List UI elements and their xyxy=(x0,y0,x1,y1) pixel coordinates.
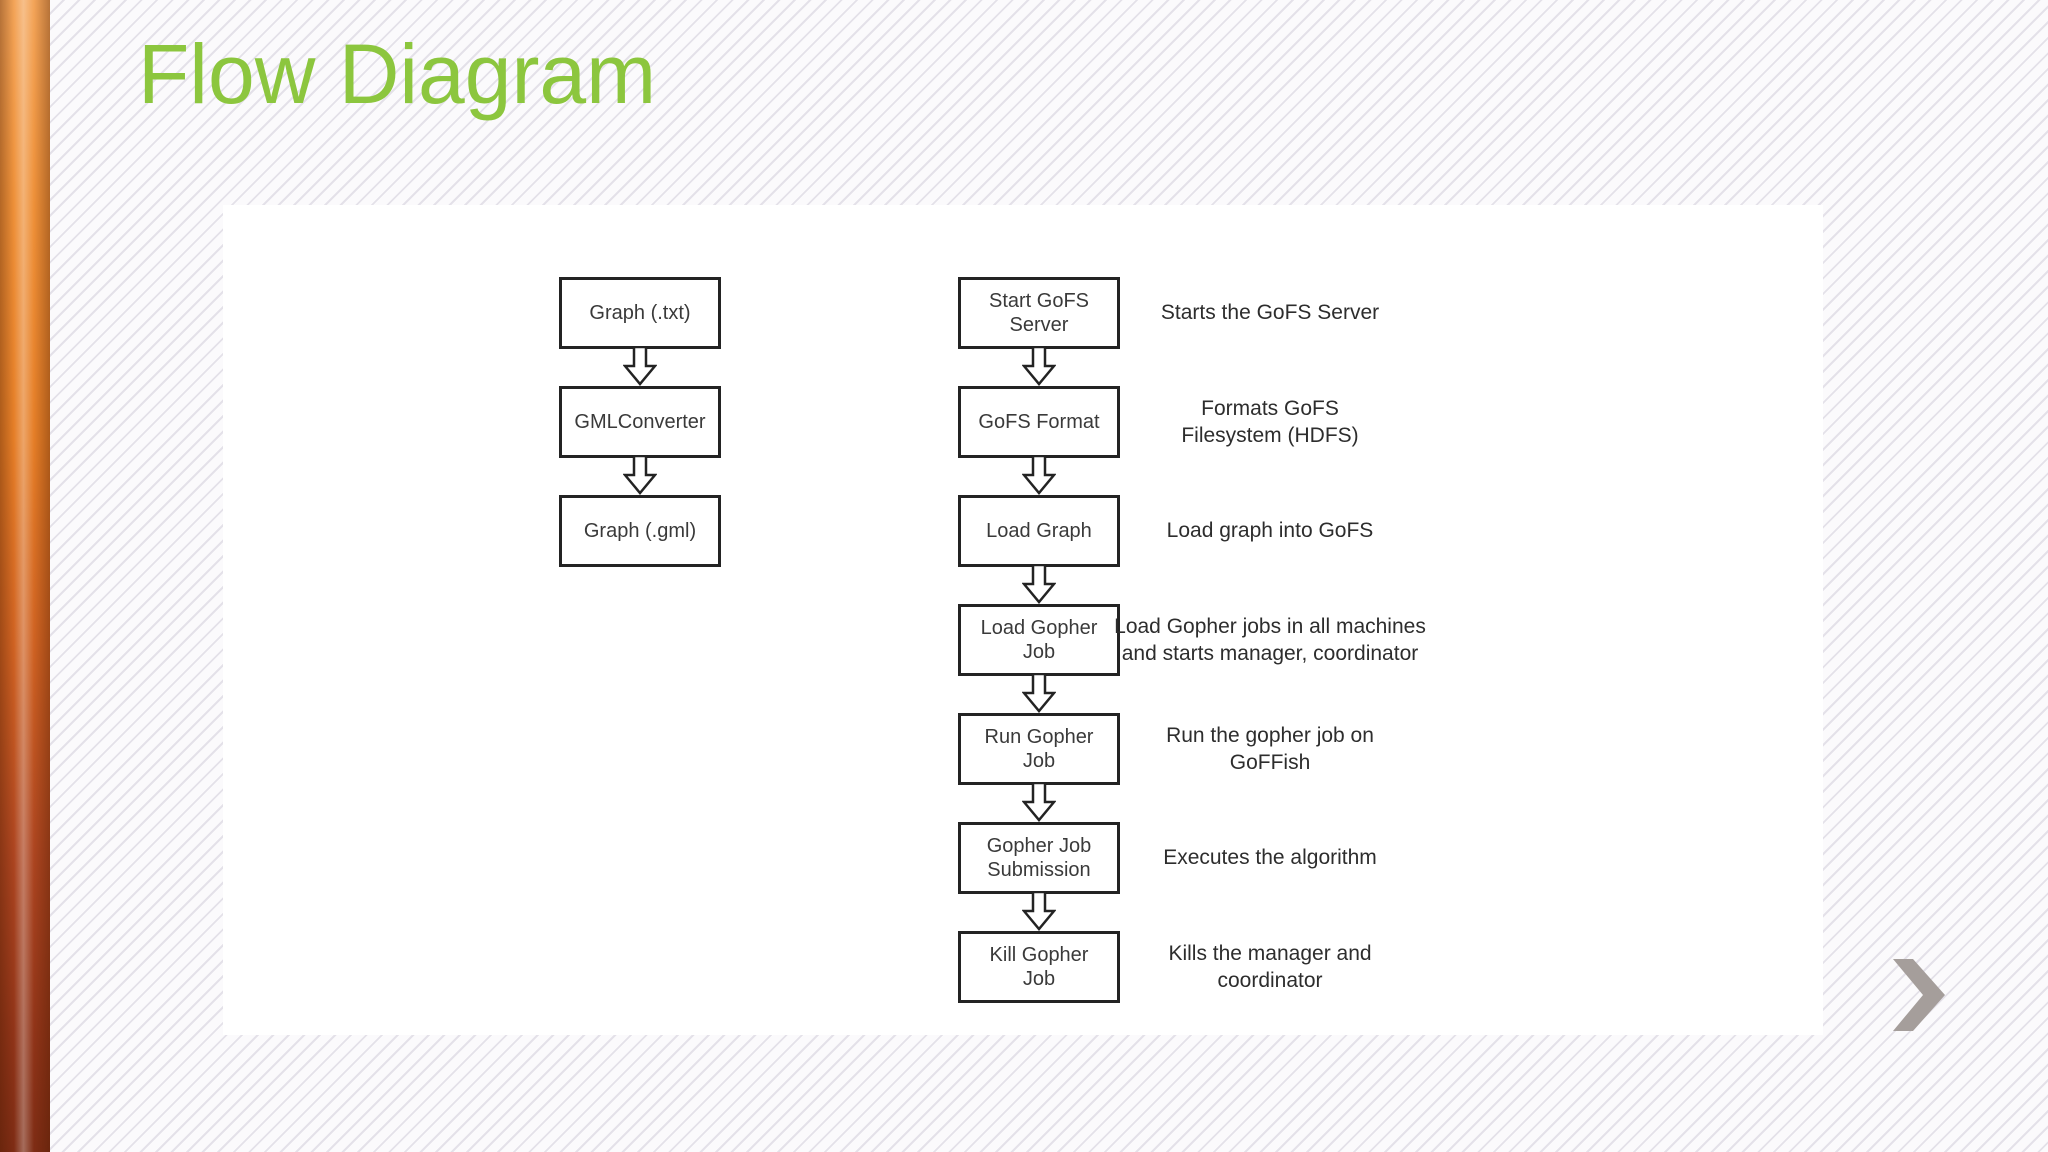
flow-node-graph-gml: Graph (.gml) xyxy=(559,495,721,567)
flow-node-start-gofs-server: Start GoFS Server xyxy=(958,277,1120,349)
annotation-kill-gopher-job: Kills the manager and coordinator xyxy=(1168,941,1372,992)
flow-node-gmlconverter: GMLConverter xyxy=(559,386,721,458)
down-arrow-icon xyxy=(623,455,657,495)
annotation-gofs-format: Formats GoFS Filesystem (HDFS) xyxy=(1181,396,1359,447)
annotation-run-gopher-job: Run the gopher job on GoFFish xyxy=(1166,723,1374,774)
next-slide-chevron-icon[interactable] xyxy=(1889,957,1947,1033)
annotation-gopher-job-submission: Executes the algorithm xyxy=(1163,846,1377,870)
annotation-start-gofs-server: Starts the GoFS Server xyxy=(1160,301,1380,325)
page-title: Flow Diagram xyxy=(138,27,657,121)
annotation-load-graph: Load graph into GoFS xyxy=(1166,519,1374,543)
flow-node-run-gopher-job: Run Gopher Job xyxy=(958,713,1120,785)
flow-node-gofs-format: GoFS Format xyxy=(958,386,1120,458)
flow-node-load-gopher-job: Load Gopher Job xyxy=(958,604,1120,676)
down-arrow-icon xyxy=(1022,782,1056,822)
sidebar-accent-strip xyxy=(0,0,50,1152)
down-arrow-icon xyxy=(623,346,657,386)
down-arrow-icon xyxy=(1022,455,1056,495)
down-arrow-icon xyxy=(1022,346,1056,386)
flow-node-load-graph: Load Graph xyxy=(958,495,1120,567)
down-arrow-icon xyxy=(1022,564,1056,604)
flow-node-gopher-job-submission: Gopher Job Submission xyxy=(958,822,1120,894)
down-arrow-icon xyxy=(1022,891,1056,931)
down-arrow-icon xyxy=(1022,673,1056,713)
annotation-load-gopher-job: Load Gopher jobs in all machines and sta… xyxy=(1114,614,1426,665)
flow-node-graph-txt: Graph (.txt) xyxy=(559,277,721,349)
flow-node-kill-gopher-job: Kill Gopher Job xyxy=(958,931,1120,1003)
